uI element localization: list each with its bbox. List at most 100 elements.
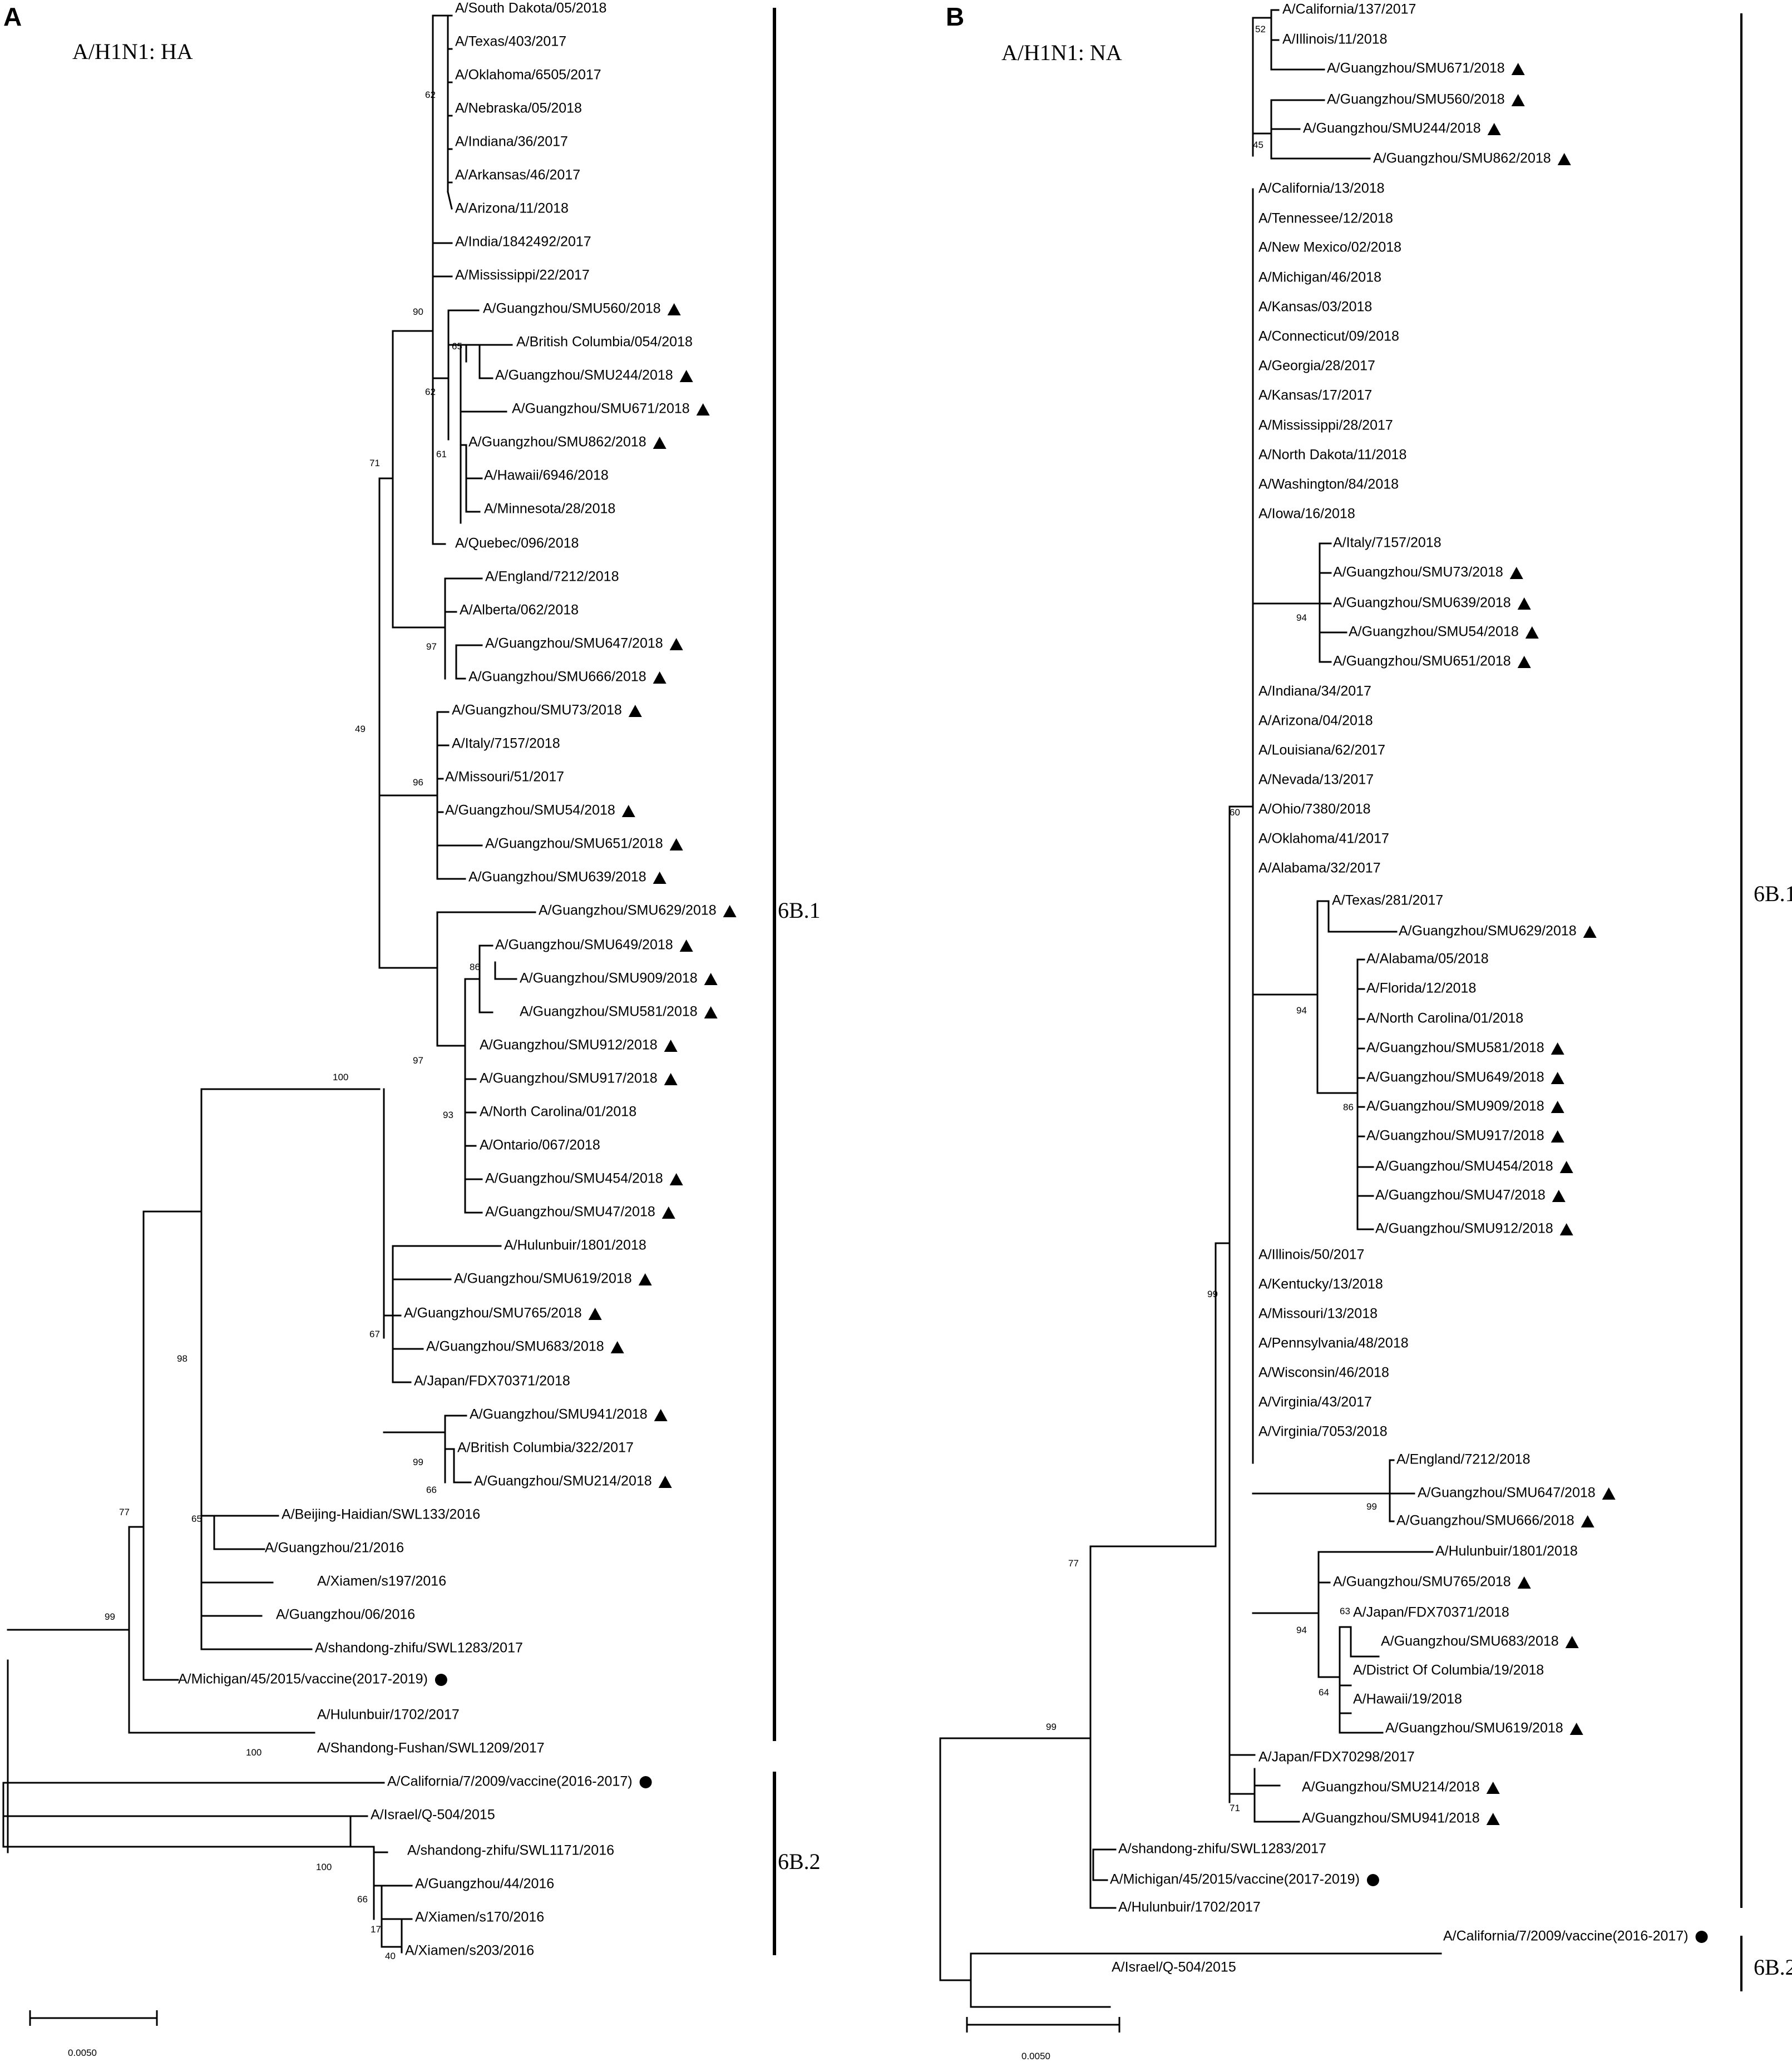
triangle-marker-icon [1559,1161,1573,1173]
panel-a-clades: 6B.1 6B.2 [773,8,821,1955]
vaccine-marker-icon [639,1776,652,1788]
taxon-label: A/Texas/403/2017 [455,34,566,50]
taxon-label: A/Nebraska/05/2018 [455,101,582,116]
taxon-label: A/Missouri/13/2018 [1258,1306,1378,1322]
taxon-label: A/Italy/7157/2018 [1333,535,1442,551]
panel-b-title: A/H1N1: NA [1001,40,1122,65]
taxon-label: A/Israel/Q-504/2015 [1112,1960,1236,1975]
taxon-label: A/Washington/84/2018 [1258,477,1399,492]
svg-text:62: 62 [425,387,436,397]
taxon-label: A/Japan/FDX70298/2017 [1258,1749,1415,1765]
taxon-label: A/Guangzhou/SMU73/2018 [1333,565,1503,580]
taxon-label: A/Israel/Q-504/2015 [371,1807,495,1823]
taxon-label: A/Guangzhou/SMU560/2018 [483,301,661,317]
triangle-marker-icon [1486,1813,1500,1825]
taxon-label: A/Guangzhou/SMU619/2018 [1385,1720,1563,1736]
triangle-marker-icon [638,1273,652,1285]
taxon-label: A/Beijing-Haidian/SWL133/2016 [282,1507,480,1522]
taxon-label: A/Guangzhou/SMU683/2018 [426,1339,604,1354]
panel-b-scale-bar: 0.0050 [966,2017,1120,2061]
svg-text:90: 90 [413,306,423,317]
svg-text:66: 66 [426,1485,437,1495]
taxon-label: A/Guangzhou/SMU214/2018 [1302,1779,1480,1795]
triangle-marker-icon [723,905,737,917]
taxon-label: A/Mississippi/22/2017 [455,268,590,283]
triangle-marker-icon [664,1040,678,1052]
svg-text:77: 77 [119,1507,130,1517]
triangle-marker-icon [1517,597,1531,610]
panel-a-scale-bar: 0.0050 [29,2010,158,2058]
taxon-label: A/Guangzhou/SMU941/2018 [470,1407,648,1422]
taxon-label: A/Guangzhou/SMU862/2018 [468,434,646,450]
svg-text:98: 98 [177,1353,187,1364]
taxon-label: A/Shandong-Fushan/SWL1209/2017 [317,1740,545,1756]
svg-text:6B.1: 6B.1 [1754,881,1792,906]
taxon-label: A/Xiamen/s170/2016 [415,1910,544,1925]
taxon-label: A/Guangzhou/SMU909/2018 [1366,1099,1544,1114]
taxon-label: A/Guangzhou/21/2016 [265,1540,404,1556]
svg-text:6B.2: 6B.2 [1754,1955,1792,1980]
panel-a-label: A [3,2,22,31]
svg-text:52: 52 [1255,24,1266,34]
taxon-label: A/North Carolina/01/2018 [480,1104,636,1120]
taxon-label: A/British Columbia/054/2018 [516,334,693,350]
svg-text:100: 100 [316,1862,332,1872]
svg-text:93: 93 [443,1110,453,1120]
taxon-label: A/Guangzhou/SMU917/2018 [1366,1128,1544,1144]
svg-text:0.0050: 0.0050 [68,2048,97,2058]
triangle-marker-icon [669,1173,683,1185]
taxon-label: A/Guangzhou/SMU47/2018 [1375,1188,1546,1203]
taxon-label: A/Guangzhou/SMU683/2018 [1381,1634,1559,1649]
taxon-label: A/Virginia/7053/2018 [1258,1424,1388,1440]
svg-text:0.0050: 0.0050 [1021,2051,1050,2061]
svg-text:45: 45 [1253,140,1263,150]
taxon-label: A/Hulunbuir/1702/2017 [1118,1900,1261,1915]
taxon-label: A/Michigan/45/2015/vaccine(2017-2019) [178,1672,428,1687]
triangle-marker-icon [1551,1101,1564,1113]
svg-text:96: 96 [413,777,423,788]
svg-text:71: 71 [369,458,380,468]
taxon-label: A/Iowa/16/2018 [1258,506,1355,522]
taxon-label: A/Kansas/17/2017 [1258,388,1372,403]
taxon-label: A/Guangzhou/SMU54/2018 [1349,624,1519,640]
taxon-label: A/Guangzhou/SMU581/2018 [1366,1040,1544,1056]
taxon-label: A/Mississippi/28/2017 [1258,418,1393,433]
triangle-marker-icon [1602,1487,1616,1500]
taxon-label: A/Guangzhou/SMU917/2018 [480,1071,658,1086]
svg-text:65: 65 [191,1514,202,1524]
clade-6b1-label: 6B.1 [778,898,821,923]
svg-text:86: 86 [470,962,480,972]
triangle-marker-icon [1486,1782,1500,1794]
triangle-marker-icon [654,1409,668,1421]
triangle-marker-icon [1517,1576,1531,1589]
taxon-label: A/England/7212/2018 [1396,1452,1531,1467]
taxon-label: A/Arizona/04/2018 [1258,713,1373,729]
taxon-label: A/North Dakota/11/2018 [1258,447,1406,463]
vaccine-marker-icon [435,1674,447,1686]
taxon-label: A/Guangzhou/SMU560/2018 [1327,92,1505,107]
triangle-marker-icon [1552,1190,1566,1202]
svg-text:64: 64 [1319,1687,1329,1698]
taxon-label: A/Quebec/096/2018 [455,536,579,551]
taxon-label: A/Michigan/45/2015/vaccine(2017-2019) [1110,1872,1360,1887]
taxon-label: A/Alberta/062/2018 [460,602,579,618]
taxon-label: A/Alabama/05/2018 [1366,951,1489,967]
taxon-label: A/Ontario/067/2018 [480,1138,600,1153]
taxon-label: A/Virginia/43/2017 [1258,1395,1372,1410]
taxon-label: A/Guangzhou/44/2016 [415,1876,554,1892]
triangle-marker-icon [1551,1072,1564,1084]
vaccine-marker-icon [1366,1874,1379,1886]
taxon-label: A/Guangzhou/SMU666/2018 [468,669,646,685]
triangle-marker-icon [1569,1723,1583,1735]
triangle-marker-icon [679,939,693,952]
svg-text:77: 77 [1068,1558,1079,1569]
taxon-label: A/Xiamen/s203/2016 [405,1943,534,1959]
triangle-marker-icon [1525,626,1539,639]
triangle-marker-icon [1511,94,1525,106]
taxon-label: A/Guangzhou/SMU73/2018 [452,703,622,718]
svg-text:99: 99 [1207,1289,1218,1299]
triangle-marker-icon [653,671,667,684]
taxon-label: A/Guangzhou/SMU651/2018 [1333,654,1511,669]
svg-text:97: 97 [426,641,437,652]
